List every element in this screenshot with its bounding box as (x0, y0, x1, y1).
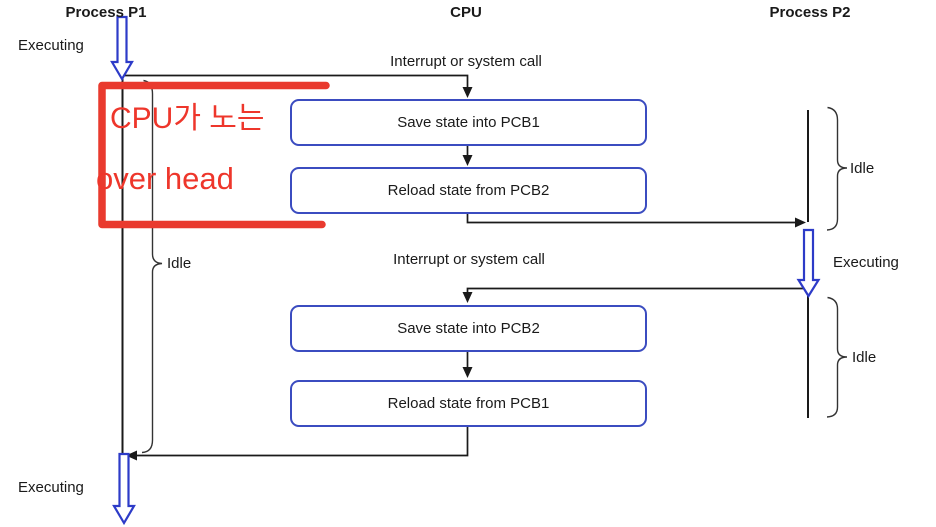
annotation-text-line2: over head (96, 161, 234, 196)
box-save-state-pcb1-label: Save state into PCB1 (397, 114, 540, 131)
box-reload-state-pcb1-label: Reload state from PCB1 (387, 395, 550, 412)
arrowhead-into-box4 (462, 367, 473, 378)
label-idle-left: Idle (167, 255, 192, 272)
label-executing-bottom: Executing (18, 479, 84, 496)
annotation-text-line1: CPU가 노는 (110, 102, 265, 135)
flow-line-interrupt-2 (466, 287, 808, 293)
idle-brace-p2-lower (826, 296, 848, 418)
box-save-state-pcb1: Save state into PCB1 (290, 99, 647, 146)
box-reload-state-pcb1: Reload state from PCB1 (290, 380, 647, 427)
executing-arrow-p1-bottom-icon (112, 452, 136, 526)
arrowhead-at-p1 (126, 450, 137, 461)
idle-brace-p1 (141, 79, 163, 454)
label-interrupt-top: Interrupt or system call (390, 53, 542, 70)
arrowhead-at-p2 (795, 217, 806, 228)
box-save-state-pcb2: Save state into PCB2 (290, 305, 647, 352)
box-save-state-pcb2-label: Save state into PCB2 (397, 320, 540, 337)
arrowhead-into-box3 (462, 292, 473, 303)
flow-line-interrupt-1 (122, 74, 469, 87)
box-reload-state-pcb2-label: Reload state from PCB2 (387, 182, 550, 199)
arrowhead-into-box2 (462, 155, 473, 166)
label-idle-right-top: Idle (850, 160, 875, 177)
flow-line-box4-to-p1 (137, 427, 469, 457)
red-annotation-bracket (98, 81, 330, 229)
label-executing-top: Executing (18, 37, 84, 54)
executing-arrow-p1-top-icon (110, 15, 134, 82)
arrowhead-into-box1 (462, 87, 473, 98)
label-interrupt-middle: Interrupt or system call (393, 251, 545, 268)
box-reload-state-pcb2: Reload state from PCB2 (290, 167, 647, 214)
header-cpu: CPU (450, 4, 482, 21)
executing-arrow-p2-icon (796, 228, 821, 299)
header-process-p2: Process P2 (769, 4, 851, 21)
idle-brace-p2-upper (826, 106, 848, 231)
label-idle-right-bottom: Idle (852, 349, 877, 366)
label-executing-right: Executing (833, 254, 899, 271)
flow-line-box2-to-p2 (466, 214, 795, 224)
header-process-p1: Process P1 (65, 4, 147, 21)
